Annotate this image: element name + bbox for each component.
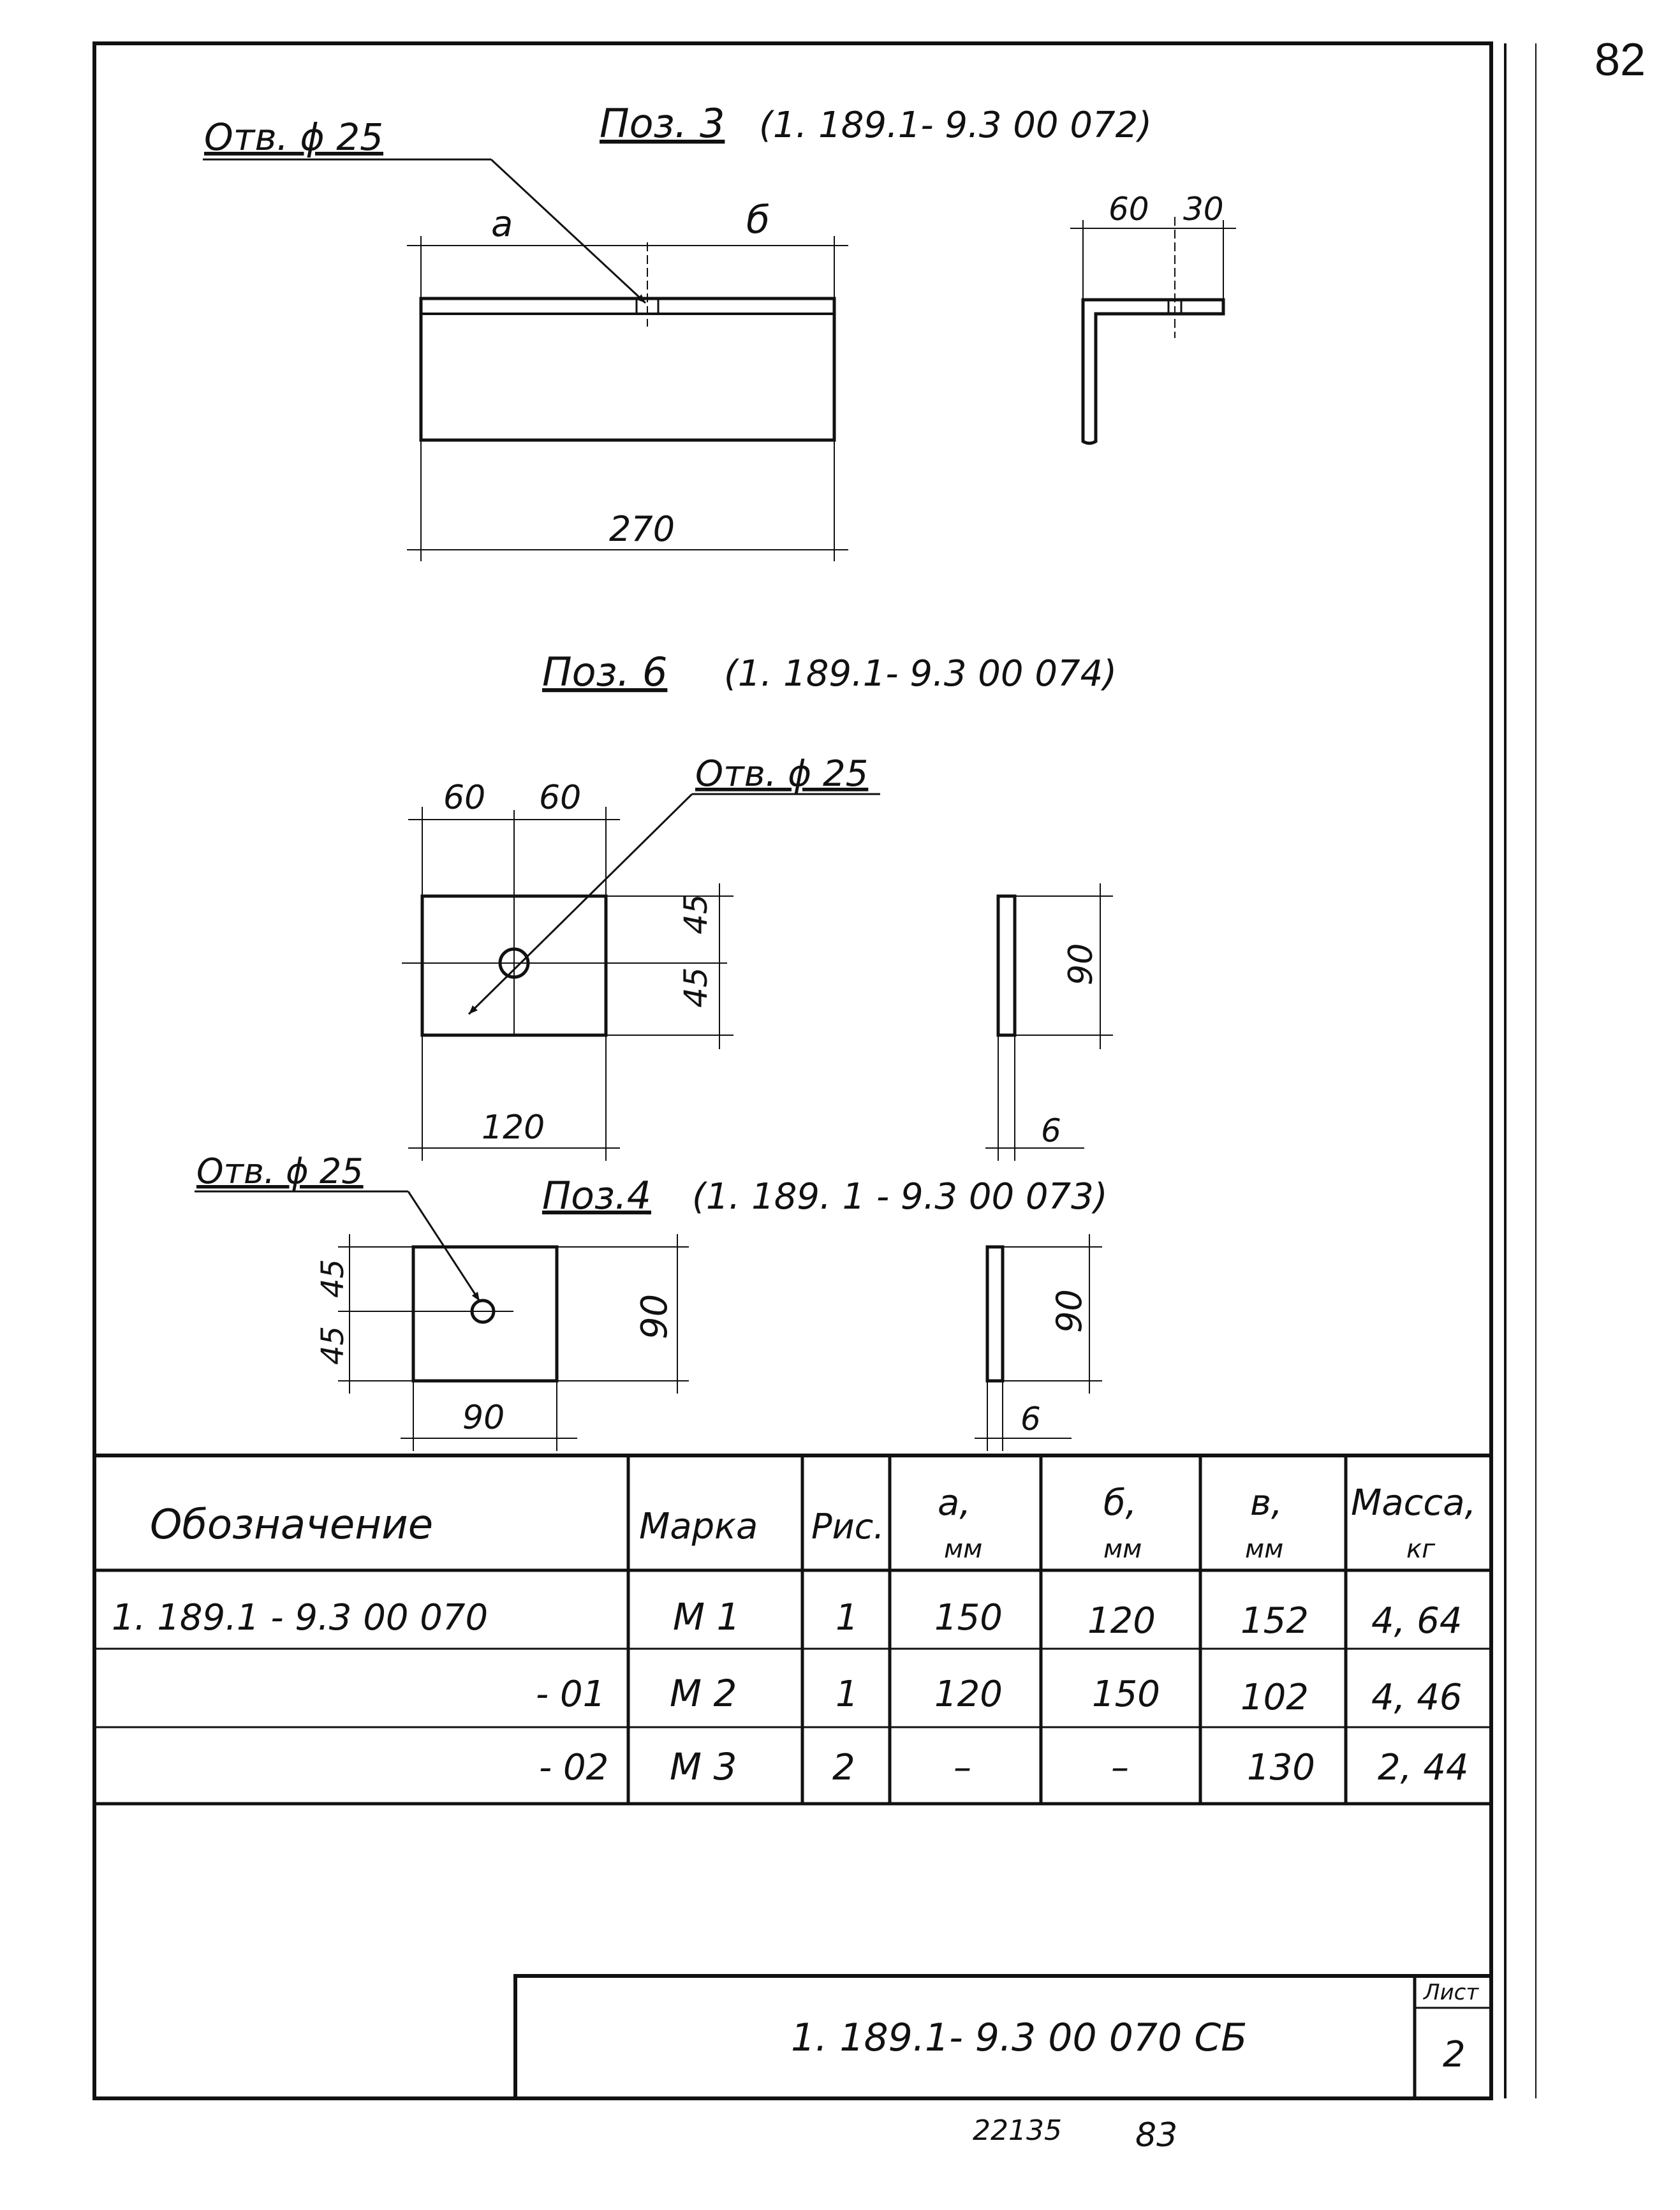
poz3-drawing: Поз. 3 (1. 189.1- 9.3 00 072) Отв. ϕ 25 … <box>203 100 1236 561</box>
row2-v: 102 <box>1241 1677 1309 1718</box>
header-mass: Масса, <box>1351 1482 1476 1524</box>
poz6-dim-120: 120 <box>482 1109 545 1147</box>
title-block: 1. 189.1- 9.3 00 070 СБ Лист 2 <box>513 1974 1493 2100</box>
poz3-dim-a: а <box>491 203 513 245</box>
row1-mark: М 1 <box>673 1595 740 1639</box>
row3-mark: М 3 <box>670 1745 737 1788</box>
row1-a: 150 <box>934 1597 1003 1639</box>
row2-designation: - 01 <box>536 1674 605 1715</box>
poz4-dim-h2: 45 <box>315 1326 351 1365</box>
table-row: - 01 М 2 1 120 150 102 4, 46 <box>536 1672 1463 1718</box>
header-mark: Марка <box>639 1506 758 1547</box>
poz3-hole-note: Отв. ϕ 25 <box>204 115 383 159</box>
row3-designation: - 02 <box>539 1747 608 1788</box>
poz3-side-view <box>1081 298 1225 445</box>
poz3-dim-270: 270 <box>609 509 675 549</box>
poz6-leader-line <box>468 793 693 1015</box>
header-fig: Рис. <box>811 1506 885 1547</box>
row2-fig: 1 <box>836 1674 858 1715</box>
poz6-dim-w2: 60 <box>539 779 581 817</box>
table-row: 1. 189.1 - 9.3 00 070 М 1 1 150 120 152 … <box>112 1595 1463 1642</box>
row1-fig: 1 <box>836 1597 858 1639</box>
poz3-title: Поз. 3 <box>600 100 725 147</box>
poz6-drawing: Поз. 6 (1. 189.1- 9.3 00 074) Отв. ϕ 25 … <box>402 649 1117 1161</box>
poz4-dim-h1: 45 <box>315 1259 351 1298</box>
poz4-ref: (1. 189. 1 - 9.3 00 073) <box>692 1176 1108 1218</box>
poz6-side-view <box>996 894 1017 1037</box>
poz4-plate-view <box>411 1245 559 1383</box>
header-b: б, <box>1103 1482 1137 1524</box>
poz4-dim-w: 90 <box>462 1399 505 1437</box>
row1-mass: 4, 64 <box>1371 1600 1463 1642</box>
sheet-frame <box>92 41 1536 2100</box>
row1-designation: 1. 189.1 - 9.3 00 070 <box>112 1597 488 1639</box>
poz6-hole-note: Отв. ϕ 25 <box>695 753 868 795</box>
poz6-title: Поз. 6 <box>542 649 667 695</box>
header-mass-unit: кг <box>1406 1535 1436 1564</box>
poz6-ref: (1. 189.1- 9.3 00 074) <box>724 653 1117 695</box>
row1-b: 120 <box>1087 1600 1156 1642</box>
header-b-unit: мм <box>1103 1535 1142 1564</box>
poz4-title: Поз.4 <box>542 1174 651 1218</box>
poz3-dim-30: 30 <box>1183 191 1224 228</box>
row3-a: – <box>954 1747 971 1788</box>
row3-v: 130 <box>1247 1747 1315 1788</box>
poz4-dim-side-90: 90 <box>1049 1289 1089 1333</box>
row3-mass: 2, 44 <box>1378 1747 1469 1788</box>
poz3-ref: (1. 189.1- 9.3 00 072) <box>759 105 1152 146</box>
poz4-dim-thk: 6 <box>1021 1401 1041 1438</box>
poz6-dim-h2: 45 <box>677 967 714 1008</box>
poz4-drawing: Отв. ϕ 25 Поз.4 (1. 189. 1 - 9.3 00 073)… <box>195 1151 1108 1451</box>
poz6-dim-thk: 6 <box>1041 1112 1061 1149</box>
row3-fig: 2 <box>832 1747 855 1788</box>
header-v: в, <box>1250 1482 1283 1524</box>
row2-b: 150 <box>1092 1674 1160 1715</box>
row2-mass: 4, 46 <box>1371 1677 1463 1718</box>
header-designation: Обозначение <box>150 1501 433 1549</box>
row1-v: 152 <box>1241 1600 1309 1642</box>
poz4-side-view <box>985 1245 1005 1383</box>
page-number: 82 <box>1595 34 1646 85</box>
spec-table: Обозначение Марка Рис. а, мм б, мм в, мм… <box>94 1454 1491 1806</box>
poz6-dim-w1: 60 <box>443 779 485 817</box>
poz3-leader-line <box>490 158 647 304</box>
poz4-hole-note: Отв. ϕ 25 <box>196 1151 364 1191</box>
poz6-dim-h1: 45 <box>677 894 714 934</box>
poz3-dim-b: б <box>746 198 770 242</box>
row2-mark: М 2 <box>670 1672 737 1715</box>
stamp-sheet-label: Лист <box>1422 1980 1479 2005</box>
stamp-sheet-number: 2 <box>1443 2034 1466 2075</box>
header-a: а, <box>938 1482 971 1524</box>
header-a-unit: мм <box>944 1535 982 1564</box>
poz3-dim-60: 60 <box>1109 191 1149 228</box>
table-row: - 02 М 3 2 – – 130 2, 44 <box>539 1745 1469 1788</box>
row2-a: 120 <box>934 1674 1003 1715</box>
stamp-designation: 1. 189.1- 9.3 00 070 СБ <box>791 2015 1247 2060</box>
row3-b: – <box>1111 1747 1129 1788</box>
footer-code: 22135 <box>973 2114 1062 2147</box>
header-v-unit: мм <box>1245 1535 1283 1564</box>
poz6-dim-side-90: 90 <box>1062 943 1100 985</box>
footer-page: 83 <box>1135 2116 1177 2155</box>
poz3-front-view <box>419 297 836 442</box>
poz4-dim-h: 90 <box>634 1294 675 1339</box>
